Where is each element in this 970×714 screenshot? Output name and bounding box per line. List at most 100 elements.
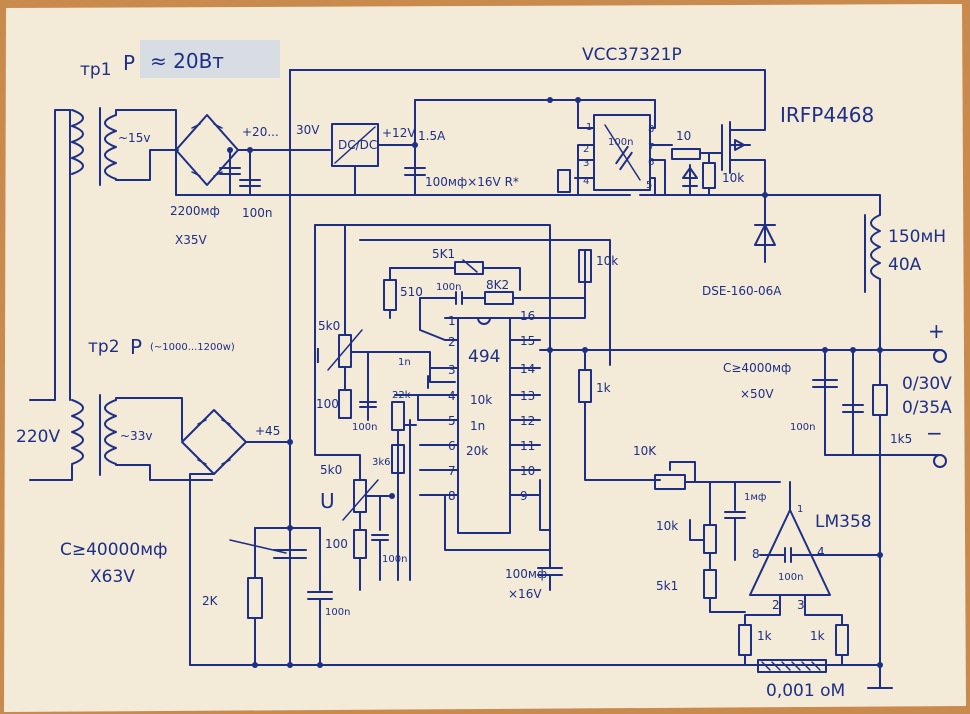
freewheel-diode xyxy=(754,194,776,263)
r-10k-right-label: 10k xyxy=(596,254,618,268)
pin-r-15: 15 xyxy=(520,334,535,348)
output-minus-label: − xyxy=(926,421,943,445)
driver-ic-label: VCC37321P xyxy=(582,45,682,65)
sense-pot[interactable] xyxy=(654,461,781,490)
output-caps xyxy=(812,349,888,681)
current-15-label: 1.5A xyxy=(418,129,446,143)
drv-pin-2: 2 xyxy=(583,144,589,155)
v-45-label: +45 xyxy=(255,424,280,438)
current-c-label: 100n xyxy=(352,422,377,433)
output-minus-terminal[interactable] xyxy=(933,454,947,468)
resistor-3k6 xyxy=(391,444,405,474)
pin-r-9: 9 xyxy=(520,489,528,503)
pin-r-10: 10 xyxy=(520,464,535,478)
drv-cap-label: 100n xyxy=(608,137,633,148)
pin-r-14: 14 xyxy=(520,362,535,376)
gs-r-label: 10k xyxy=(722,171,744,185)
v-range-label: +20... xyxy=(242,125,279,139)
gs-resistor xyxy=(682,152,716,196)
voltage-c-label: 100n xyxy=(382,554,407,565)
cap-low-100n: 100n xyxy=(242,206,273,220)
bulk-capacitors xyxy=(229,527,333,666)
out-cap-100n: 100n xyxy=(790,422,815,433)
inductor xyxy=(864,214,881,351)
v-30-label: 30V xyxy=(296,123,320,137)
cap-12-label: 100мф×16V R* xyxy=(425,175,519,189)
output-plus-terminal[interactable] xyxy=(933,349,947,363)
tr1-secondary: ~15v xyxy=(118,131,150,145)
inductor-label-2: 40A xyxy=(888,255,922,275)
sense-resistors xyxy=(738,624,849,666)
c-1n-label: 1n xyxy=(398,357,411,368)
pin-l-8: 8 xyxy=(448,489,456,503)
driver-input-resistor xyxy=(557,169,571,193)
opamp-pin-4: 4 xyxy=(817,545,825,559)
voltage-pot-label: 5k0 xyxy=(320,463,342,477)
r-510-label: 510 xyxy=(400,285,423,299)
mosfet-label: IRFP4468 xyxy=(780,103,874,127)
sense-c-1mf: 1мф xyxy=(744,492,766,503)
ic-inner-1n: 1n xyxy=(470,419,485,433)
current-pot-label: 5k0 xyxy=(318,319,340,333)
tr1-power-value: ≈ 20Вт xyxy=(150,49,224,73)
opamp-pin-2: 2 xyxy=(772,598,780,612)
bulk-cap-label-2: Х63V xyxy=(90,567,135,587)
bridge-rectifier-1 xyxy=(175,114,331,186)
sense-pot-label: 10K xyxy=(633,444,657,458)
transformer-2 xyxy=(29,109,213,481)
voltage-pot[interactable] xyxy=(314,224,393,591)
pin-l-4: 4 xyxy=(448,389,456,403)
r-22k-label: 22k xyxy=(392,390,411,401)
voltage-pot-symbol: U xyxy=(320,489,335,513)
driver-ic xyxy=(574,99,673,196)
output-plus-label: + xyxy=(928,319,945,343)
out-res-label: 1k5 xyxy=(890,432,912,446)
pin-r-12: 12 xyxy=(520,414,535,428)
sense-r-1k-a: 1k xyxy=(757,629,772,643)
pin-r-16: 16 xyxy=(520,309,535,323)
pin-l-3: 3 xyxy=(448,363,456,377)
tr1-label: тр1 xyxy=(80,60,112,80)
controller-ic-label: 494 xyxy=(468,347,500,367)
drv-pin-1: 1 xyxy=(586,122,592,133)
bulk-cap-label-1: C≥40000мф xyxy=(60,540,168,560)
pin-l-6: 6 xyxy=(448,439,456,453)
gate-r-label: 10 xyxy=(676,129,691,143)
lm358-opamp xyxy=(689,481,881,626)
opamp-pin-8: 8 xyxy=(752,547,760,561)
drv-pin-7: 7 xyxy=(648,142,654,153)
mains-label: 220V xyxy=(16,427,60,447)
dcdc-label: DC/DC xyxy=(338,138,377,152)
tl494-ic xyxy=(444,317,541,534)
drv-pin-8: 8 xyxy=(648,124,654,135)
inductor-label-1: 150мH xyxy=(888,227,946,247)
tr1-power-label: P xyxy=(123,51,135,75)
diode-label: DSE-160-06A xyxy=(702,284,782,298)
dcdc-module xyxy=(331,99,426,196)
pin-l-7: 7 xyxy=(448,464,456,478)
drv-pin-6: 6 xyxy=(648,157,654,168)
current-r-label: 100 xyxy=(316,397,339,411)
voltage-r-label: 100 xyxy=(325,537,348,551)
current-pot[interactable] xyxy=(327,224,446,421)
low-voltage-caps xyxy=(219,147,261,196)
c-top-100n: 100n xyxy=(436,282,461,293)
drv-pin-3: 3 xyxy=(583,158,589,169)
ic-inner-10k: 10k xyxy=(470,393,492,407)
sense-r-1k-b: 1k xyxy=(810,629,825,643)
pin-l-1: 1 xyxy=(448,314,456,328)
r-8k2-label: 8K2 xyxy=(486,278,509,292)
r-10k-right xyxy=(578,249,592,283)
power-highlight xyxy=(140,40,280,78)
sense-r-5k1: 5k1 xyxy=(656,579,678,593)
pin-r-11: 11 xyxy=(520,439,535,453)
bulk-100n-label: 100n xyxy=(325,607,350,618)
sense-r-10k: 10k xyxy=(656,519,678,533)
feedback-network xyxy=(314,224,611,561)
c-100mf-label: 100мф xyxy=(505,567,547,581)
cap-low-1: 2200мф xyxy=(170,204,220,218)
ic-inner-20k: 20k xyxy=(466,444,488,458)
tr2-secondary: ~33v xyxy=(120,429,152,443)
pin-l-5: 5 xyxy=(448,414,456,428)
